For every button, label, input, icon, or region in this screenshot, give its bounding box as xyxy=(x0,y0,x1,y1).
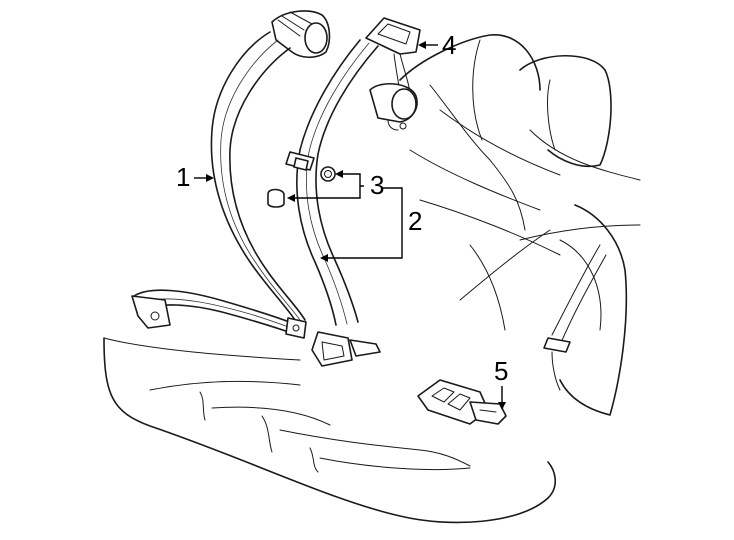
seat-cushion xyxy=(103,337,556,524)
headrest xyxy=(519,55,612,168)
part-4-retractor xyxy=(365,17,421,131)
bolt-lower xyxy=(267,188,285,208)
buckle-tongue-2 xyxy=(311,331,353,367)
arrow-3a xyxy=(335,170,343,178)
cap-upper xyxy=(320,166,336,182)
belt-clip-2 xyxy=(293,157,309,171)
callout-5: 5 xyxy=(494,356,508,386)
arrow-5 xyxy=(498,402,506,410)
belt-guide-right xyxy=(543,337,571,353)
anchor-clip-1 xyxy=(285,317,307,339)
anchor-plate-1 xyxy=(131,295,171,329)
part-3-caps xyxy=(267,166,336,208)
callout-2: 2 xyxy=(408,206,422,236)
part-2-center-belt xyxy=(285,39,381,367)
arrow-2 xyxy=(320,254,328,262)
rear-seat xyxy=(103,34,641,524)
part-5-buckle xyxy=(417,379,507,425)
seat-back xyxy=(399,34,541,91)
arrow-1 xyxy=(206,174,214,182)
arrow-4 xyxy=(418,41,426,49)
callout-3: 3 xyxy=(370,170,384,200)
callout-4: 4 xyxy=(442,30,456,60)
part-1-outer-belt xyxy=(131,10,331,339)
callouts: 1 2 3 4 5 xyxy=(176,30,508,410)
guide-bracket-4 xyxy=(365,17,421,55)
callout-1: 1 xyxy=(176,162,190,192)
arrow-3b xyxy=(287,194,295,202)
